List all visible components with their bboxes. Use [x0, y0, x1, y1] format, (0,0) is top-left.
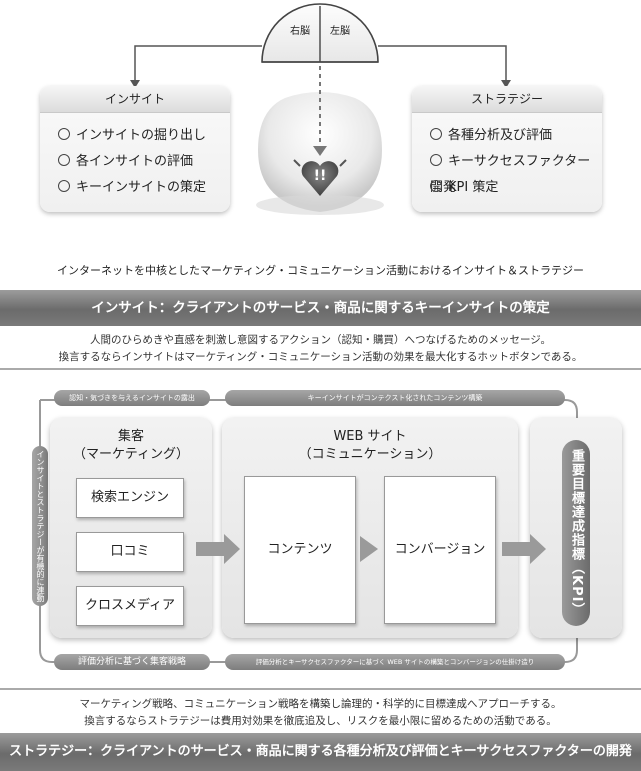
website-title: WEB サイト — [333, 429, 407, 444]
brain-figure-graphic — [130, 3, 511, 215]
circle-bullet-icon — [430, 128, 442, 140]
website-subtitle: （コミュニケーション） — [298, 447, 442, 462]
list-item: 各種分析及び評価 — [430, 123, 602, 149]
strategy-desc-line-2: 換言するならストラテジーは費用対効果を徹底追及し、リスクを最小限に留めるための活… — [84, 715, 557, 727]
separator — [0, 688, 641, 690]
circle-bullet-icon — [430, 180, 442, 192]
list-item: キーサクセスファクター開発 — [430, 154, 591, 195]
kpi-label: 重要目標達成指標（KPI） — [562, 440, 590, 626]
conversion-box: コンバージョン — [384, 476, 496, 624]
page-headline: インターネットを中核としたマーケティング・コミュニケーション活動におけるインサイ… — [57, 264, 584, 277]
strategy-card: ストラテジー 各種分析及び評価 キーサクセスファクター開発 KPI 策定 — [412, 86, 602, 212]
circle-bullet-icon — [58, 128, 70, 140]
top-left-flow-label: 認知・気づきを与えるインサイトの露出 — [54, 390, 210, 406]
insight-banner: インサイト：クライアントのサービス・商品に関するキーインサイトの策定 — [0, 290, 641, 326]
list-item: KPI 策定 — [430, 175, 602, 201]
word-of-mouth-box: 口コミ — [76, 532, 184, 572]
circle-bullet-icon — [58, 154, 70, 166]
left-brain-label: 左脳 — [330, 26, 350, 37]
strategy-banner: ストラテジー：クライアントのサービス・商品に関する各種分析及び評価とキーサクセス… — [0, 733, 641, 771]
bottom-right-flow-label: 評価分析とキーサクセスファクターに基づく WEB サイトの構築とコンバージョンの… — [225, 654, 565, 670]
marketing-title: 集客 — [117, 429, 144, 444]
insight-card-title: インサイト — [40, 86, 230, 113]
heart-icon — [301, 161, 339, 196]
right-arrow-icon — [360, 536, 378, 562]
right-arrow-icon — [196, 534, 240, 564]
top-right-flow-label: キーインサイトがコンテクスト化されたコンテンツ構築 — [225, 390, 565, 406]
insight-card: インサイト インサイトの掘り出し 各インサイトの評価 キーインサイトの策定 — [40, 86, 230, 212]
bottom-left-flow-label: 評価分析に基づく集客戦略 — [54, 654, 210, 670]
marketing-subtitle: （マーケティング） — [73, 447, 189, 462]
insight-desc-line-2: 換言するならインサイトはマーケティング・コミュニケーション活動の効果を最大化する… — [58, 351, 583, 363]
list-item: インサイトの掘り出し — [58, 123, 230, 149]
strategy-card-title: ストラテジー — [412, 86, 602, 113]
contents-box: コンテンツ — [244, 476, 356, 624]
circle-bullet-icon — [58, 180, 70, 192]
right-arrow-icon — [502, 534, 546, 564]
separator — [0, 368, 641, 370]
heart-mark: !! — [313, 168, 327, 184]
strategy-desc-line-1: マーケティング戦略、コミュニケーション戦略を構築し論理的・科学的に目標達成へアプ… — [79, 698, 562, 710]
right-brain-label: 右脳 — [290, 26, 310, 37]
cross-media-box: クロスメディア — [76, 586, 184, 626]
list-item: キーインサイトの策定 — [58, 175, 230, 201]
search-engine-box: 検索エンジン — [76, 478, 184, 518]
left-vertical-flow-label: インサイトとストラテジーが有機的に連動 — [32, 446, 48, 606]
circle-bullet-icon — [430, 154, 442, 166]
list-item: 各インサイトの評価 — [58, 149, 230, 175]
insight-desc-line-1: 人間のひらめきや直感を刺激し意図するアクション（認知・購買）へつなげるためのメッ… — [90, 334, 551, 346]
